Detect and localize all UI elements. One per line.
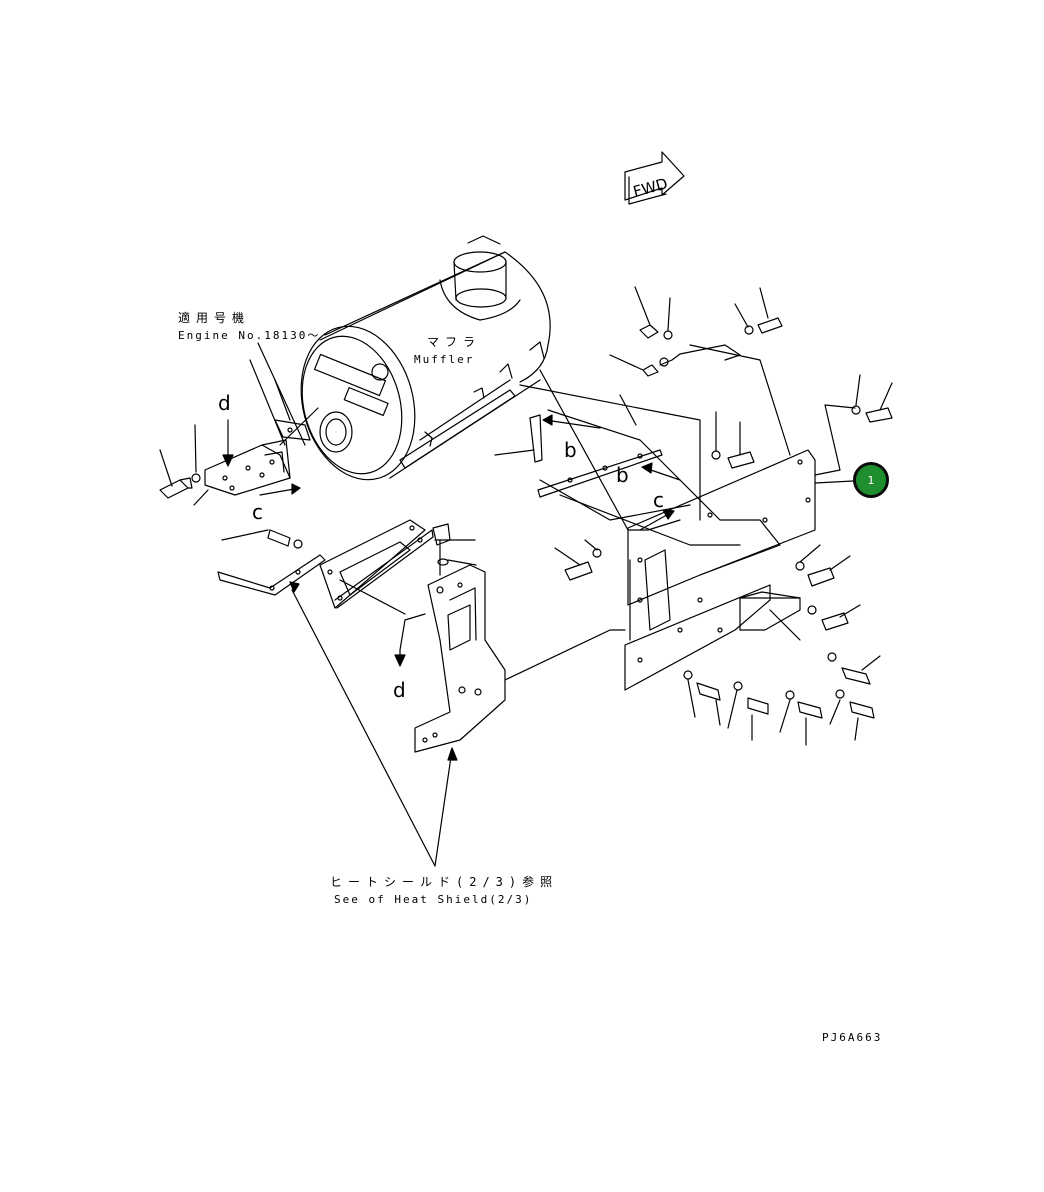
callout-1-number: 1	[867, 473, 875, 487]
fwd-arrow-icon: FWD	[624, 151, 685, 205]
label-b-upper: b	[564, 438, 577, 462]
reference-jp: ヒートシールド(2/3)参照	[330, 875, 559, 889]
label-c-right: c	[653, 488, 664, 512]
muffler-en: Muffler	[414, 353, 475, 366]
heat-shield-bracket	[739, 591, 801, 641]
left-bracket	[204, 439, 291, 496]
callout-1-button[interactable]: 1	[853, 462, 889, 498]
label-d-lower: d	[393, 678, 406, 702]
applicability-jp: 適用号機	[178, 311, 251, 325]
center-bracket	[414, 523, 506, 753]
muffler-body	[300, 235, 551, 481]
gasket-frame	[319, 519, 434, 609]
fwd-label: FWD	[631, 174, 669, 200]
reference-en: See of Heat Shield(2/3)	[334, 893, 533, 906]
strip-b	[529, 414, 663, 498]
bracket-c	[217, 529, 326, 596]
label-c-left: c	[252, 500, 263, 524]
muffler-jp: マフラ	[427, 335, 482, 349]
drawing-id: PJ6A663	[822, 1031, 883, 1044]
right-bolts	[554, 374, 893, 746]
small-plate	[274, 419, 311, 441]
leader-lines	[249, 342, 856, 867]
arrow-lines	[222, 414, 681, 761]
label-b-lower: b	[616, 463, 629, 487]
bolt-left	[159, 424, 209, 506]
applicability-en: Engine No.18130～	[178, 329, 321, 342]
top-hardware	[609, 286, 783, 377]
main-shield-plate	[624, 449, 816, 691]
label-d-upper: d	[218, 391, 231, 415]
